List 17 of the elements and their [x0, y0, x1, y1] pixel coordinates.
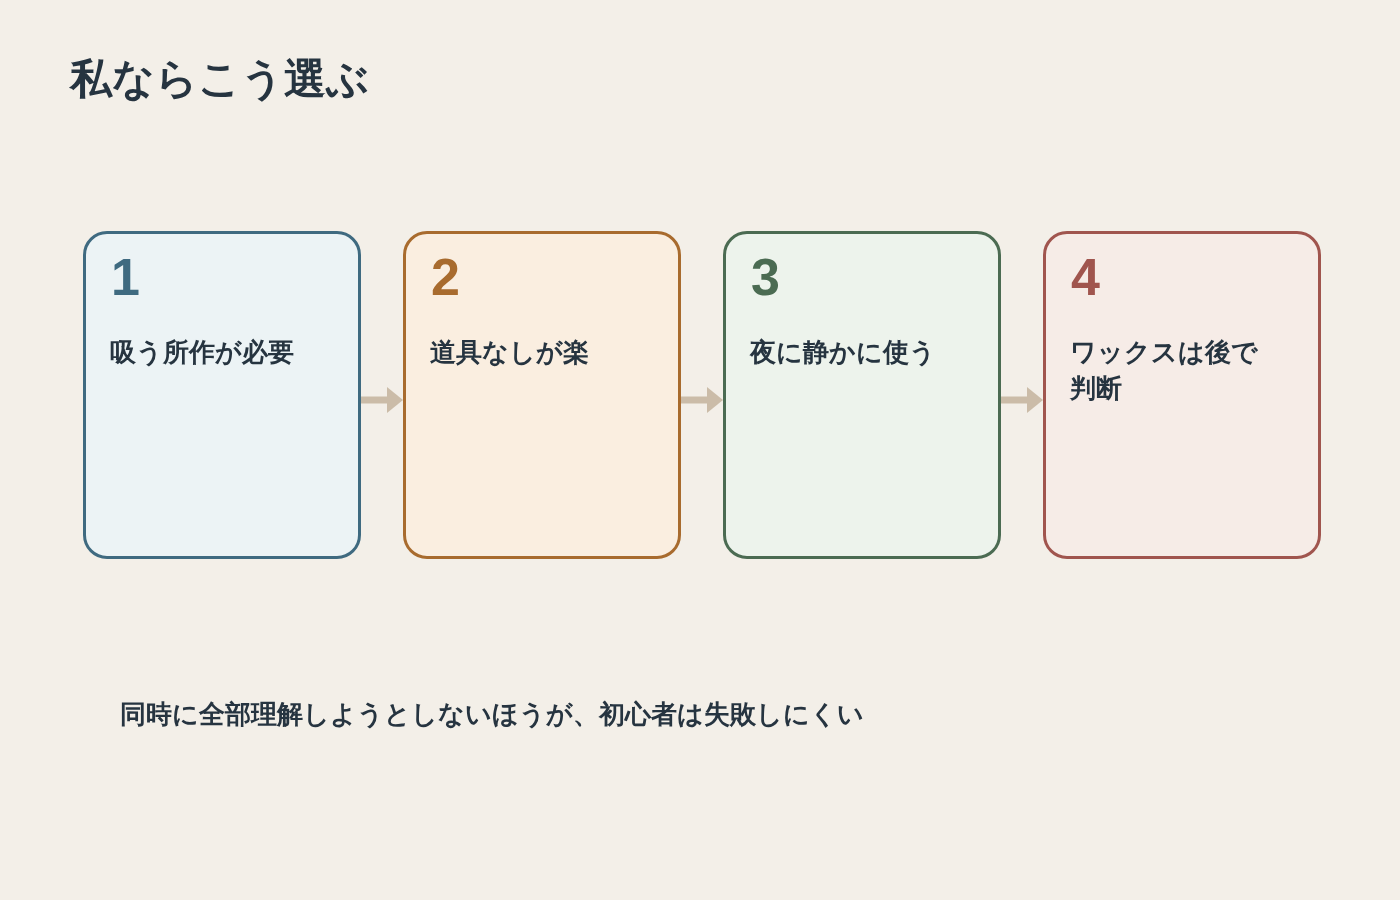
- step-text: ワックスは後で判断: [1070, 336, 1259, 405]
- step-number: 4: [1071, 251, 1100, 303]
- step-card: [83, 231, 361, 559]
- step-text: 道具なしが楽: [430, 336, 590, 369]
- arrow: [361, 387, 403, 413]
- step-number: 2: [431, 251, 460, 303]
- arrow: [681, 387, 723, 413]
- note: 同時に全部理解しようとしないほうが、初心者は失敗しにくい: [120, 698, 864, 731]
- step-card: [1043, 231, 1321, 559]
- title: 私ならこう選ぶ: [70, 54, 369, 104]
- arrow: [1001, 387, 1043, 413]
- step-text: 吸う所作が必要: [110, 336, 295, 369]
- step-card: [723, 231, 1001, 559]
- step-number: 1: [111, 251, 140, 303]
- step-text: 夜に静かに使う: [750, 336, 937, 369]
- step-number: 3: [751, 251, 780, 303]
- step-card: [403, 231, 681, 559]
